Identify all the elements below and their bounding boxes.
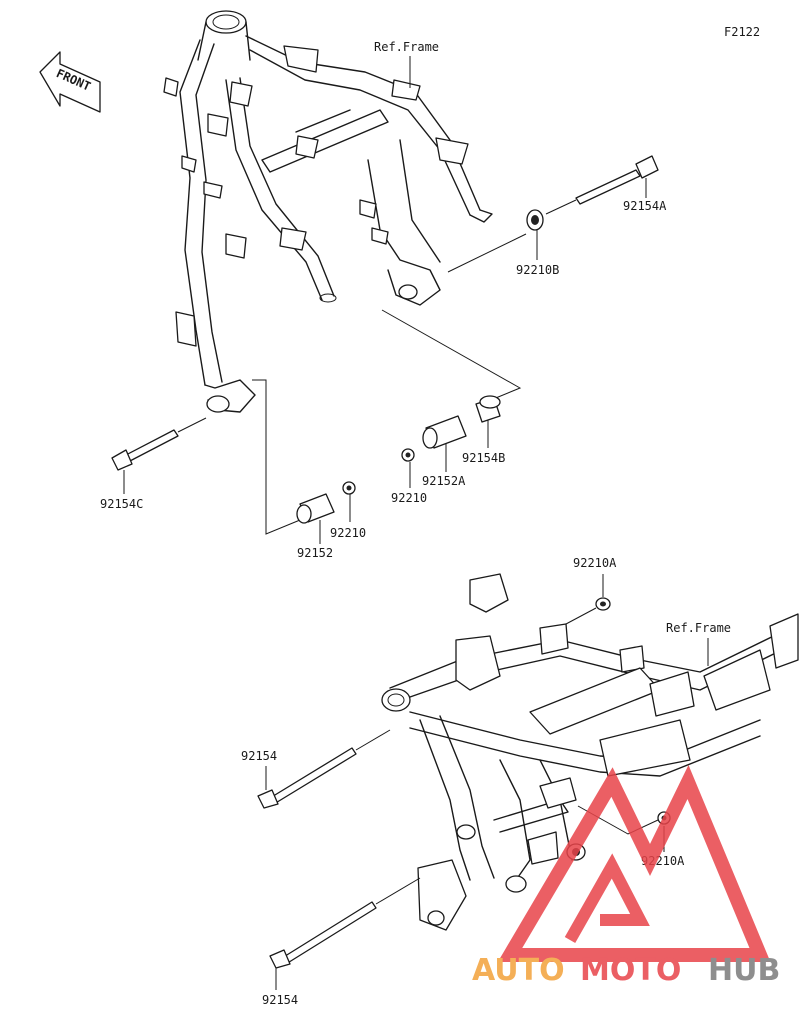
watermark-moto: MOTO [580, 953, 681, 988]
part-label-92154-lower: 92154 [262, 993, 298, 1007]
nut-92210-left [342, 481, 356, 495]
part-label-92210-left: 92210 [330, 526, 366, 540]
part-label-92210A-top: 92210A [573, 556, 617, 570]
bolt-92154-upper [257, 747, 357, 809]
collar-92152 [296, 493, 335, 524]
part-label-92154B: 92154B [462, 451, 505, 465]
nut-92210B [526, 209, 544, 231]
ref-frame-label-bottom: Ref.Frame [666, 621, 731, 635]
ref-frame-label-top: Ref.Frame [374, 40, 439, 54]
nut-92210-mid [401, 448, 415, 462]
frame-lower-drawing [381, 573, 799, 931]
bushing-92154B [475, 395, 501, 423]
bolt-92154C [111, 429, 179, 471]
figure-code: F2122 [724, 25, 760, 39]
front-arrow-icon: FRONT [39, 51, 101, 113]
frame-upper-drawing [163, 10, 493, 413]
bolt-92154A [575, 155, 659, 205]
part-label-92154-upper: 92154 [241, 749, 277, 763]
nut-92210A-top [595, 597, 611, 611]
part-label-92154A: 92154A [623, 199, 667, 213]
collar-92152A [422, 415, 467, 449]
part-label-92152A: 92152A [422, 474, 466, 488]
part-label-92210-mid: 92210 [391, 491, 427, 505]
part-label-92210B: 92210B [516, 263, 559, 277]
bolt-92154-lower [269, 901, 377, 969]
watermark-auto: AUTO [472, 953, 565, 988]
part-label-92154C: 92154C [100, 497, 143, 511]
automotohub-watermark-logo: AUTO MOTO HUB [472, 764, 780, 988]
watermark-hub: HUB [708, 953, 780, 988]
part-label-92152: 92152 [297, 546, 333, 560]
